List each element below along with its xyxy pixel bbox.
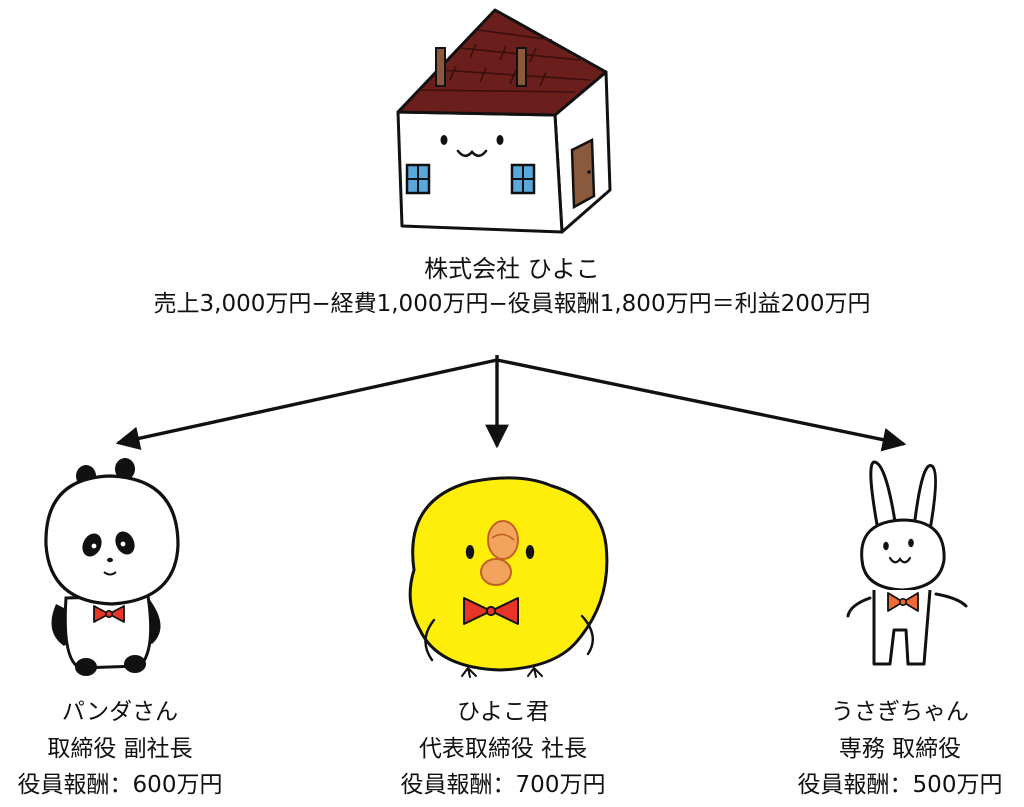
member-chick-name: ひよこ君 bbox=[457, 699, 549, 725]
company-house-icon bbox=[396, 8, 612, 234]
member-panda-name: パンダさん bbox=[61, 699, 179, 725]
chick-icon bbox=[408, 476, 609, 678]
member-chick-role: 代表取締役 社長 bbox=[418, 736, 588, 762]
company-name: 株式会社 ひよこ bbox=[424, 255, 600, 283]
member-rabbit-compensation: 役員報酬：500万円 bbox=[797, 772, 1003, 798]
company-profit-formula: 売上3,000万円−経費1,000万円−役員報酬1,800万円＝利益200万円 bbox=[153, 291, 871, 317]
member-chick-compensation: 役員報酬：700万円 bbox=[400, 772, 606, 798]
member-rabbit-name: うさぎちゃん bbox=[831, 699, 969, 725]
member-panda-role: 取締役 副社長 bbox=[47, 736, 193, 762]
rabbit-icon bbox=[846, 460, 968, 666]
member-panda-compensation: 役員報酬：600万円 bbox=[17, 772, 223, 798]
panda-icon bbox=[44, 458, 180, 676]
connector-arrows bbox=[115, 355, 907, 452]
member-rabbit-role: 専務 取締役 bbox=[838, 736, 962, 762]
